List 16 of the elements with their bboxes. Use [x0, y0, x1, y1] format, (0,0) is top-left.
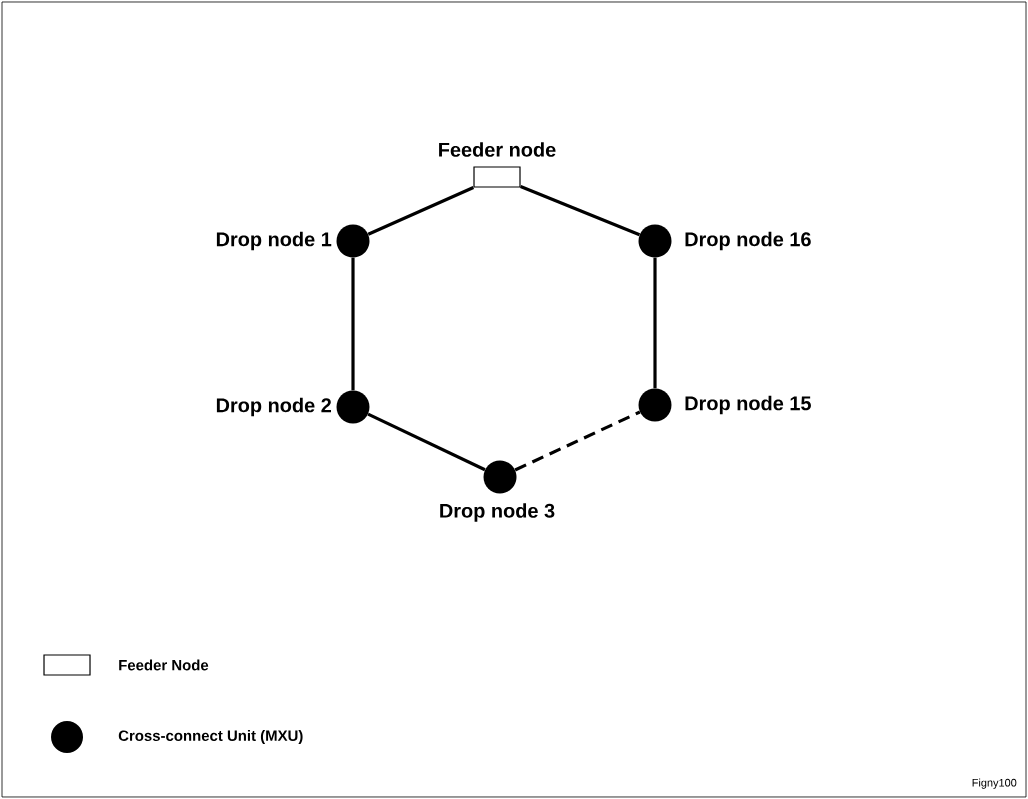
connector-line	[520, 185, 641, 237]
legend-text: Cross-connect Unit (MXU)	[118, 730, 303, 744]
legend-text: Feeder Node	[119, 659, 209, 671]
connector-line	[367, 186, 475, 236]
node-label: Drop node 1	[216, 231, 332, 251]
connector-line	[514, 410, 641, 472]
node-label: Drop node 15	[685, 395, 811, 415]
connector-line	[351, 257, 355, 391]
feeder-box: Feeder node	[439, 142, 556, 188]
node-label: Drop node 2	[216, 397, 331, 417]
node-label: Drop node 16	[685, 231, 811, 251]
connector-line	[653, 257, 657, 389]
node-label: Feeder node	[439, 142, 556, 157]
connector-line	[367, 412, 486, 472]
figure-id: Figny100	[972, 778, 1017, 789]
node-label: Drop node 3	[440, 503, 555, 522]
